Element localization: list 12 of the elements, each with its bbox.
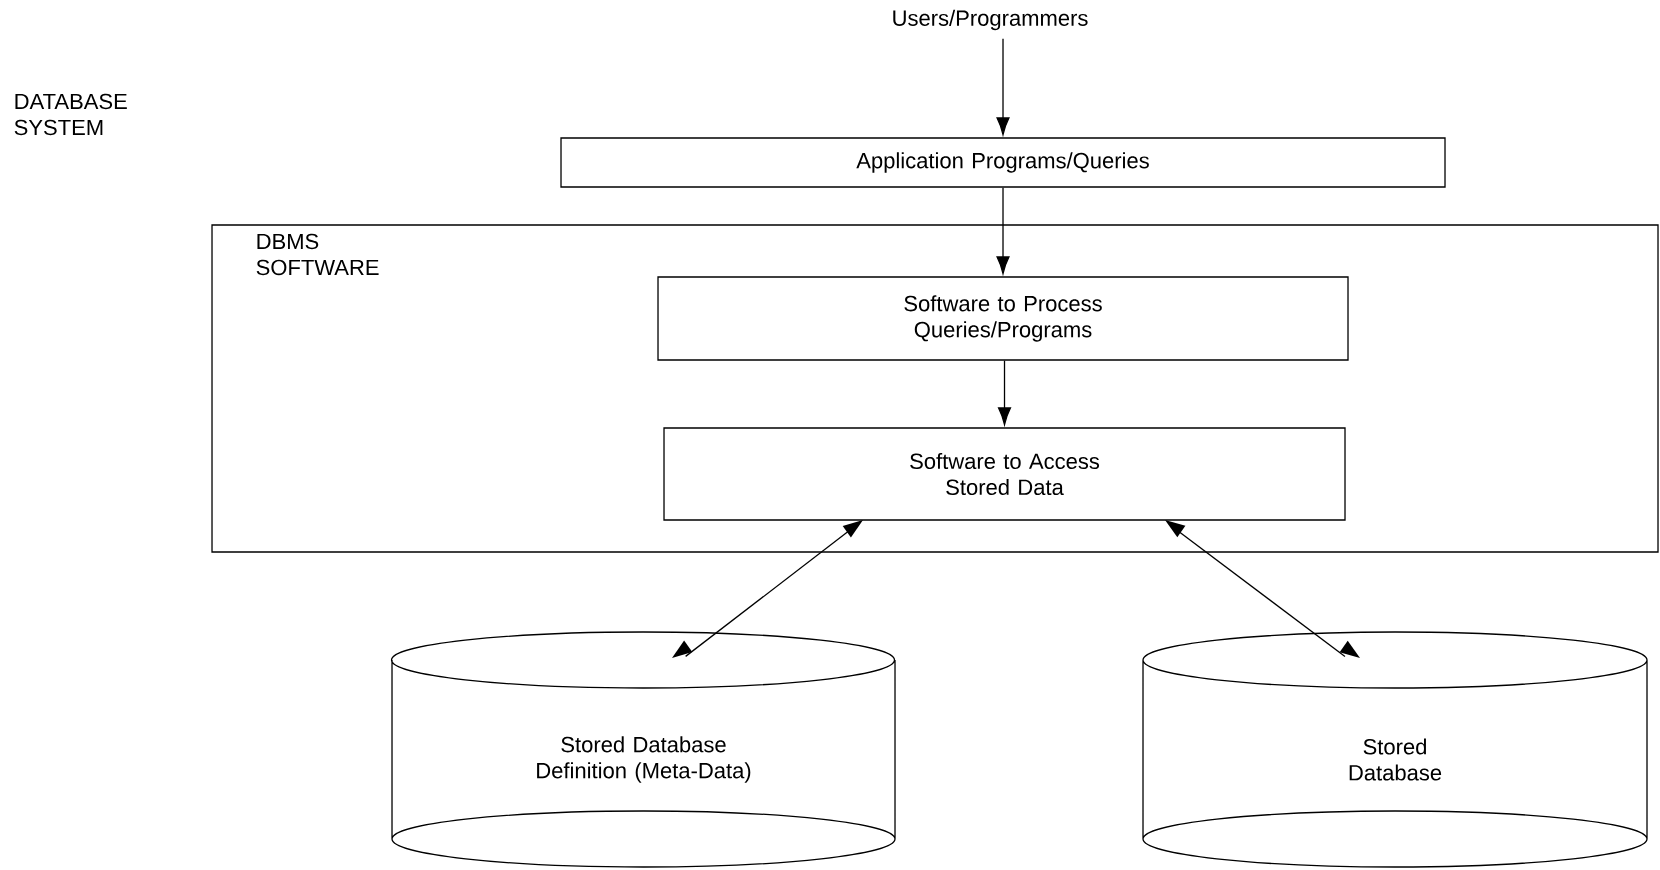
source-label: Users/Programmers bbox=[893, 9, 1088, 31]
process-box: Application Programs/Queries bbox=[560, 137, 1446, 188]
arrow bbox=[1165, 520, 1360, 658]
process-box: Software to Process Queries/Programs bbox=[657, 276, 1349, 361]
arrow bbox=[672, 520, 863, 658]
title-label: DATABASE SYSTEM bbox=[14, 93, 127, 136]
process-box: Software to Access Stored Data bbox=[663, 427, 1346, 521]
database-cylinder: Stored Database Definition (Meta-Data) bbox=[390, 631, 896, 868]
arrow bbox=[996, 187, 1010, 275]
arrow bbox=[996, 38, 1010, 136]
arrow bbox=[997, 360, 1012, 426]
database-cylinder: Stored Database bbox=[1142, 631, 1648, 868]
